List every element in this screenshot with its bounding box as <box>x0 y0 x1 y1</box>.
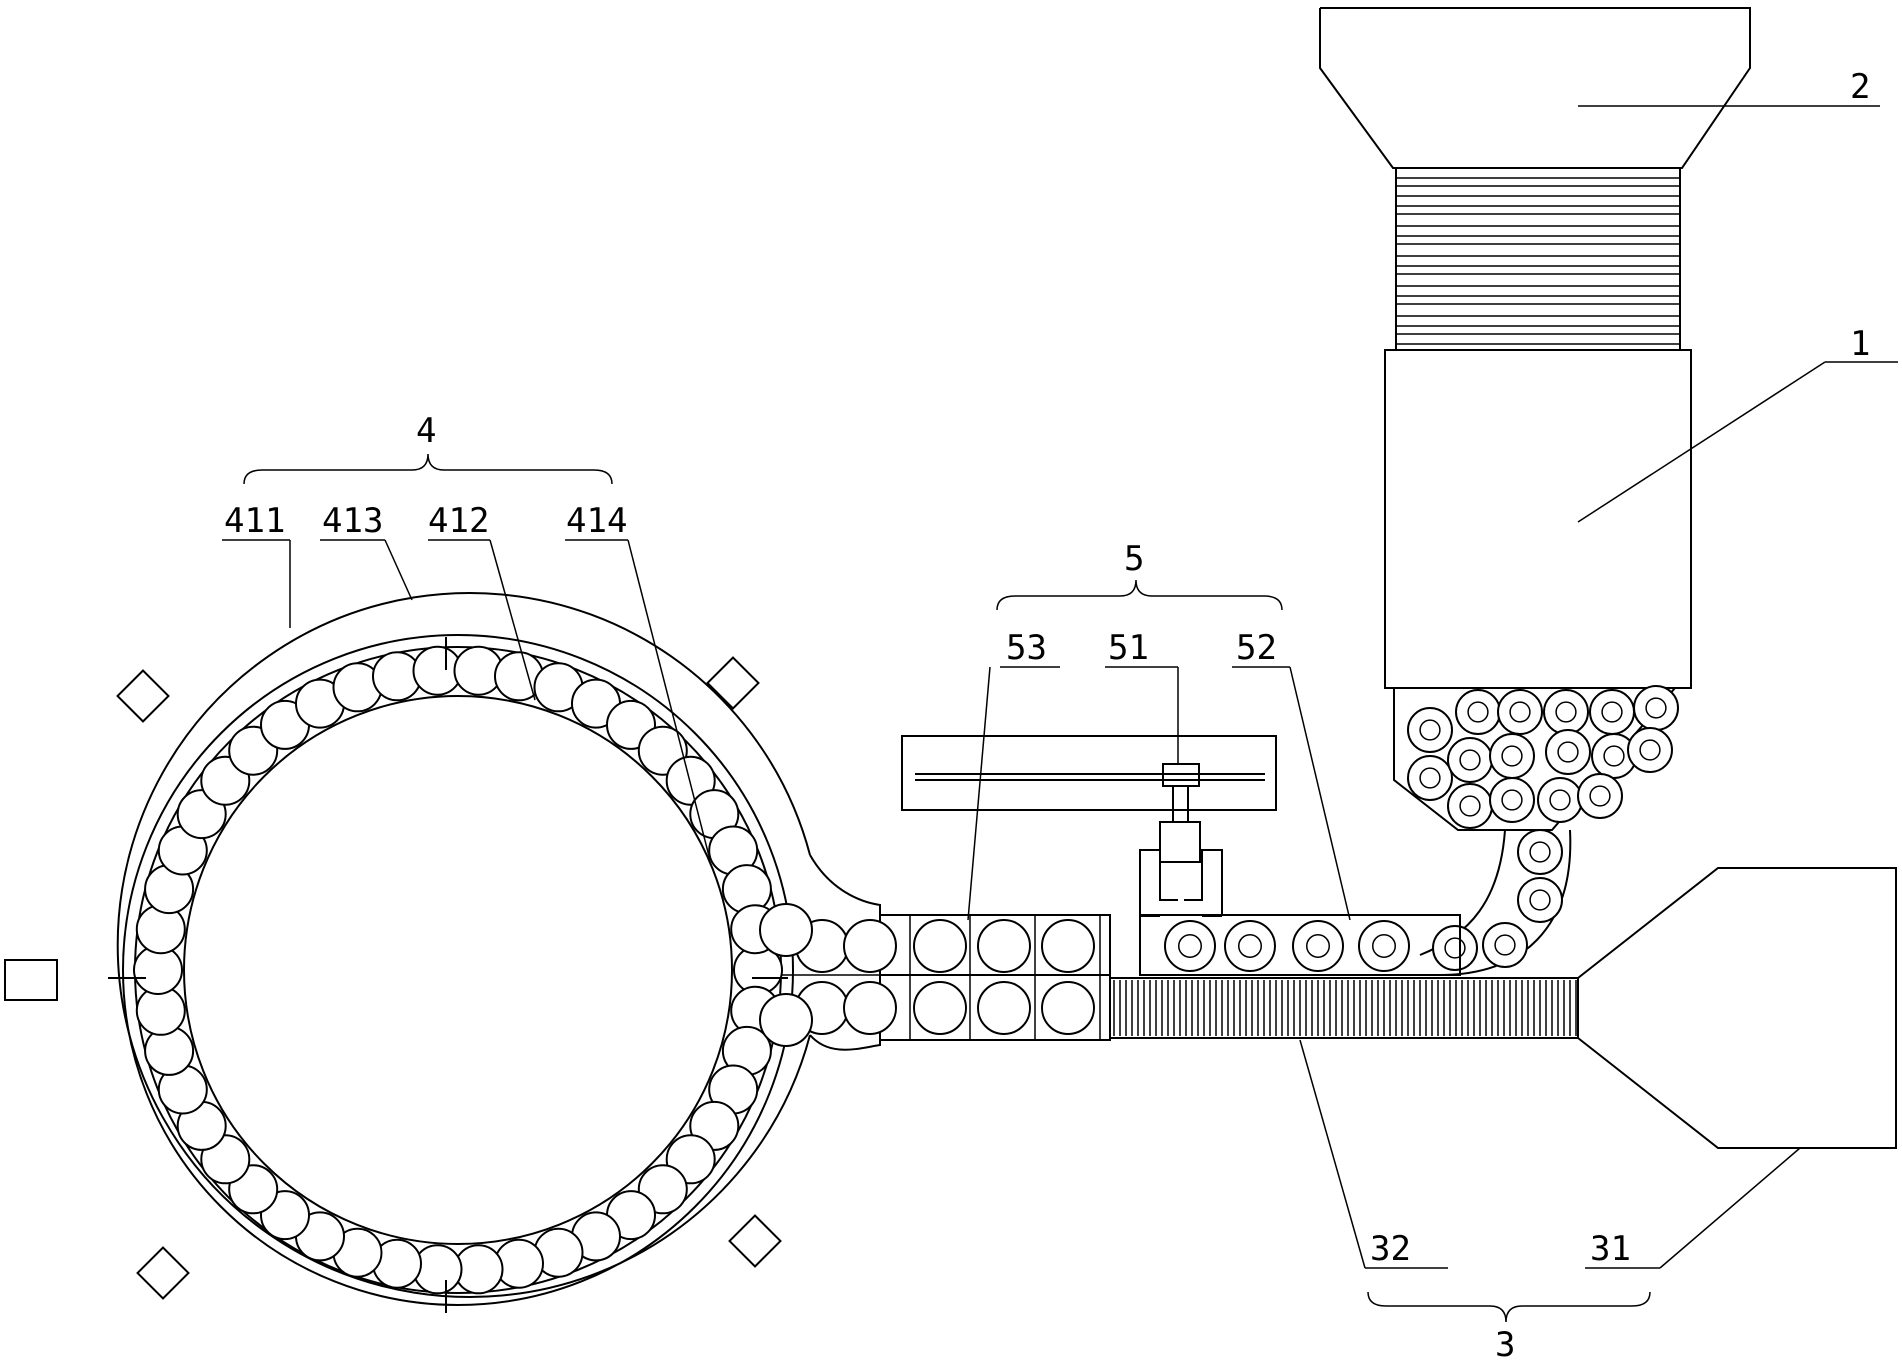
mouth-roll <box>844 982 896 1034</box>
label-1: 1 <box>1850 324 1870 364</box>
bin-roll <box>1628 728 1672 772</box>
channel-roll <box>978 982 1030 1034</box>
channel-roll <box>914 982 966 1034</box>
label-52: 52 <box>1236 628 1277 668</box>
bin-rolls <box>1408 686 1678 828</box>
bin-roll <box>1634 686 1678 730</box>
channel-roll <box>978 920 1030 972</box>
bin-roll <box>1448 784 1492 828</box>
label-412: 412 <box>428 501 489 541</box>
channel-roll <box>1293 921 1343 971</box>
ribbed-neck <box>1396 168 1680 350</box>
label-32: 32 <box>1370 1229 1411 1269</box>
label-414: 414 <box>566 501 627 541</box>
transfer-mechanism-5 <box>902 736 1276 916</box>
channel-roll <box>1042 982 1094 1034</box>
label-2: 2 <box>1850 67 1870 107</box>
label-4: 4 <box>416 411 436 451</box>
label-411: 411 <box>224 501 285 541</box>
chute-roll <box>1518 830 1562 874</box>
chute-roll <box>1433 926 1477 970</box>
label-3: 3 <box>1495 1325 1515 1365</box>
bin-roll <box>1546 730 1590 774</box>
feed-device-31 <box>1578 868 1896 1148</box>
bin-roll <box>1590 690 1634 734</box>
label-31: 31 <box>1590 1229 1631 1269</box>
channel-roll <box>1225 921 1275 971</box>
hopper-2 <box>1320 8 1750 168</box>
channel-roll <box>1165 921 1215 971</box>
mouth-roll <box>760 994 812 1046</box>
bin-roll <box>1490 778 1534 822</box>
mouth-roll <box>844 920 896 972</box>
label-5: 5 <box>1124 539 1144 579</box>
conveyor-belt-32 <box>1110 978 1578 1038</box>
bin-roll <box>1544 690 1588 734</box>
bin-roll <box>1538 778 1582 822</box>
label-51: 51 <box>1108 628 1149 668</box>
bin-roll <box>1456 690 1500 734</box>
ring-inner-boundary <box>184 696 732 1244</box>
bin-roll <box>1490 734 1534 778</box>
bin-roll <box>1498 690 1542 734</box>
ring-rolls <box>134 647 782 1294</box>
bin-roll <box>1578 774 1622 818</box>
chute-roll <box>1483 923 1527 967</box>
channel-roll <box>1042 920 1094 972</box>
chute-rolls <box>1433 830 1562 970</box>
label-53: 53 <box>1006 628 1047 668</box>
bin-roll <box>1408 756 1452 800</box>
channel-roll <box>914 920 966 972</box>
mouth-roll <box>760 904 812 956</box>
bin-roll <box>1448 738 1492 782</box>
bin-roll <box>1408 708 1452 752</box>
chute-roll <box>1518 878 1562 922</box>
channel-roll <box>1359 921 1409 971</box>
label-413: 413 <box>322 501 383 541</box>
